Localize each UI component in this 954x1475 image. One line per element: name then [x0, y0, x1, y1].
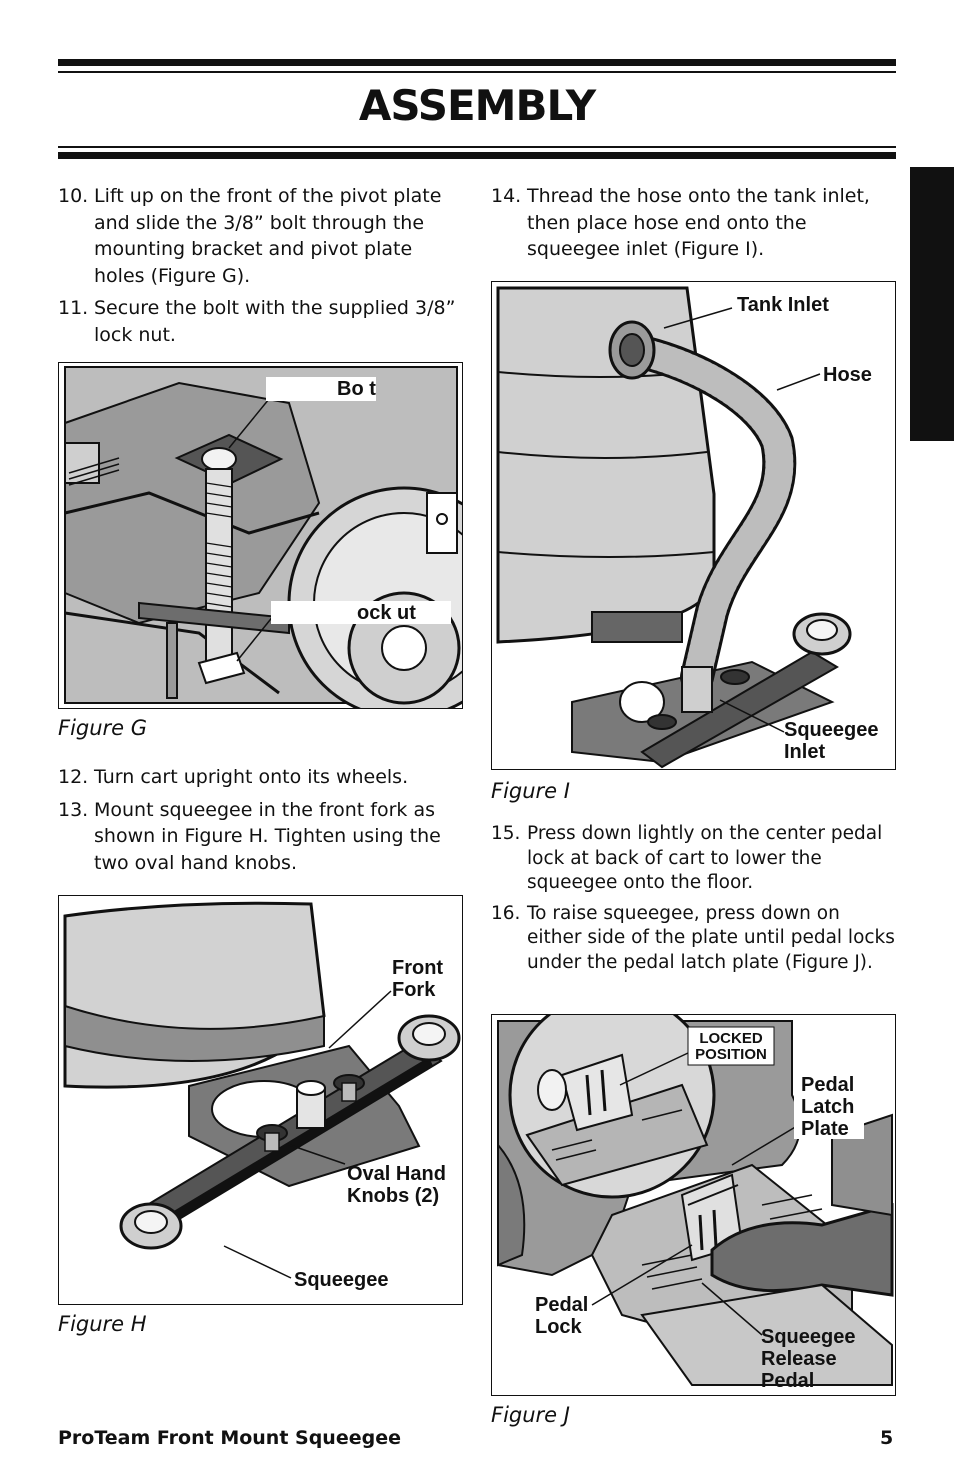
header-rule-bottom-thin [58, 146, 896, 148]
label-front: Front [392, 957, 443, 979]
step-item: 16. To raise squeegee, press down on eith… [491, 902, 896, 976]
step-item: 10.Lift up on the front of the pivot pla… [58, 183, 468, 289]
figure-i-illustration: Tank Inlet Hose Squeegee Inlet [491, 281, 896, 770]
step-text: To raise squeegee, press down on either … [527, 902, 895, 973]
figure-h-svg: Front Fork Oval Hand Knobs (2) Squeegee [59, 896, 462, 1304]
step-list-10-11: 10.Lift up on the front of the pivot pla… [58, 183, 468, 354]
step-number: 11. [58, 297, 89, 319]
label-locked: LOCKED [699, 1030, 763, 1047]
step-item: 15. Press down lightly on the center peda… [491, 822, 896, 896]
figure-h-caption: Figure H [58, 1312, 147, 1336]
step-text: Thread the hose onto the tank inlet, the… [527, 185, 870, 260]
header-rule-top-thin [58, 71, 896, 73]
step-list-15-16: 15. Press down lightly on the center peda… [491, 822, 896, 981]
step-number: 14. [491, 185, 522, 207]
label-inlet: Inlet [784, 741, 825, 763]
header-rule-bottom-thick [58, 152, 896, 159]
label-oval-hand: Oval Hand [347, 1163, 446, 1185]
page-title: ASSEMBLY [358, 81, 596, 130]
step-item: 12.Turn cart upright onto its wheels. [58, 764, 468, 791]
figure-g-illustration: Bo t ock ut [58, 362, 463, 709]
label-tank-inlet: Tank Inlet [737, 294, 829, 316]
step-text: Lift up on the front of the pivot plate … [94, 185, 442, 287]
figure-g-caption: Figure G [58, 716, 148, 740]
figure-i-svg: Tank Inlet Hose Squeegee Inlet [492, 282, 895, 769]
label-bolt: Bo t [337, 378, 376, 400]
step-number: 13. [58, 798, 89, 821]
step-item: 13.Mount squeegee in the front fork as s… [58, 797, 468, 877]
figure-h-illustration: Front Fork Oval Hand Knobs (2) Squeegee [58, 895, 463, 1305]
label-lock-nut: ock ut [357, 602, 416, 624]
figure-g-svg: Bo t ock ut [59, 363, 462, 708]
label-pedal-lock-1: Pedal [535, 1294, 588, 1316]
footer-product-name: ProTeam Front Mount Squeegee [58, 1427, 401, 1449]
figure-j-caption: Figure J [491, 1403, 570, 1427]
step-item: 14.Thread the hose onto the tank inlet, … [491, 183, 896, 263]
label-release-pedal-1: Squeegee [761, 1326, 855, 1348]
label-squeegee: Squeegee [294, 1269, 388, 1291]
step-list-14: 14.Thread the hose onto the tank inlet, … [491, 183, 896, 269]
step-number: 10. [58, 185, 89, 207]
label-squeegee: Squeegee [784, 719, 878, 741]
step-item: 11.Secure the bolt with the supplied 3/8… [58, 295, 468, 348]
step-text: Press down lightly on the center pedal l… [527, 823, 883, 893]
step-text: Turn cart upright onto its wheels. [94, 766, 409, 788]
label-position: POSITION [695, 1046, 767, 1063]
step-number: 15. [491, 823, 521, 844]
label-fork: Fork [392, 979, 436, 1001]
figure-j-illustration: LOCKED POSITION Pedal Latch Plate Pedal … [491, 1014, 896, 1396]
label-pedal-latch-3: Plate [801, 1118, 849, 1140]
label-release-pedal-2: Release [761, 1348, 837, 1370]
step-text: Mount squeegee in the front fork as show… [94, 798, 441, 874]
section-tab [910, 167, 954, 441]
step-number: 16. [491, 902, 521, 924]
label-pedal-lock-2: Lock [535, 1316, 583, 1338]
figure-i-caption: Figure I [491, 779, 570, 803]
label-pedal-latch-2: Latch [801, 1096, 854, 1118]
label-hose: Hose [823, 364, 872, 386]
label-knobs: Knobs (2) [347, 1185, 439, 1207]
header-rule-top-thick [58, 59, 896, 66]
figure-j-svg: LOCKED POSITION Pedal Latch Plate Pedal … [492, 1015, 895, 1395]
footer-page-number: 5 [880, 1427, 894, 1449]
step-number: 12. [58, 766, 89, 788]
step-text: Secure the bolt with the supplied 3/8” l… [94, 297, 456, 346]
step-list-12-13: 12.Turn cart upright onto its wheels. 13… [58, 764, 468, 882]
label-pedal-latch-1: Pedal [801, 1074, 854, 1096]
label-release-pedal-3: Pedal [761, 1370, 814, 1392]
